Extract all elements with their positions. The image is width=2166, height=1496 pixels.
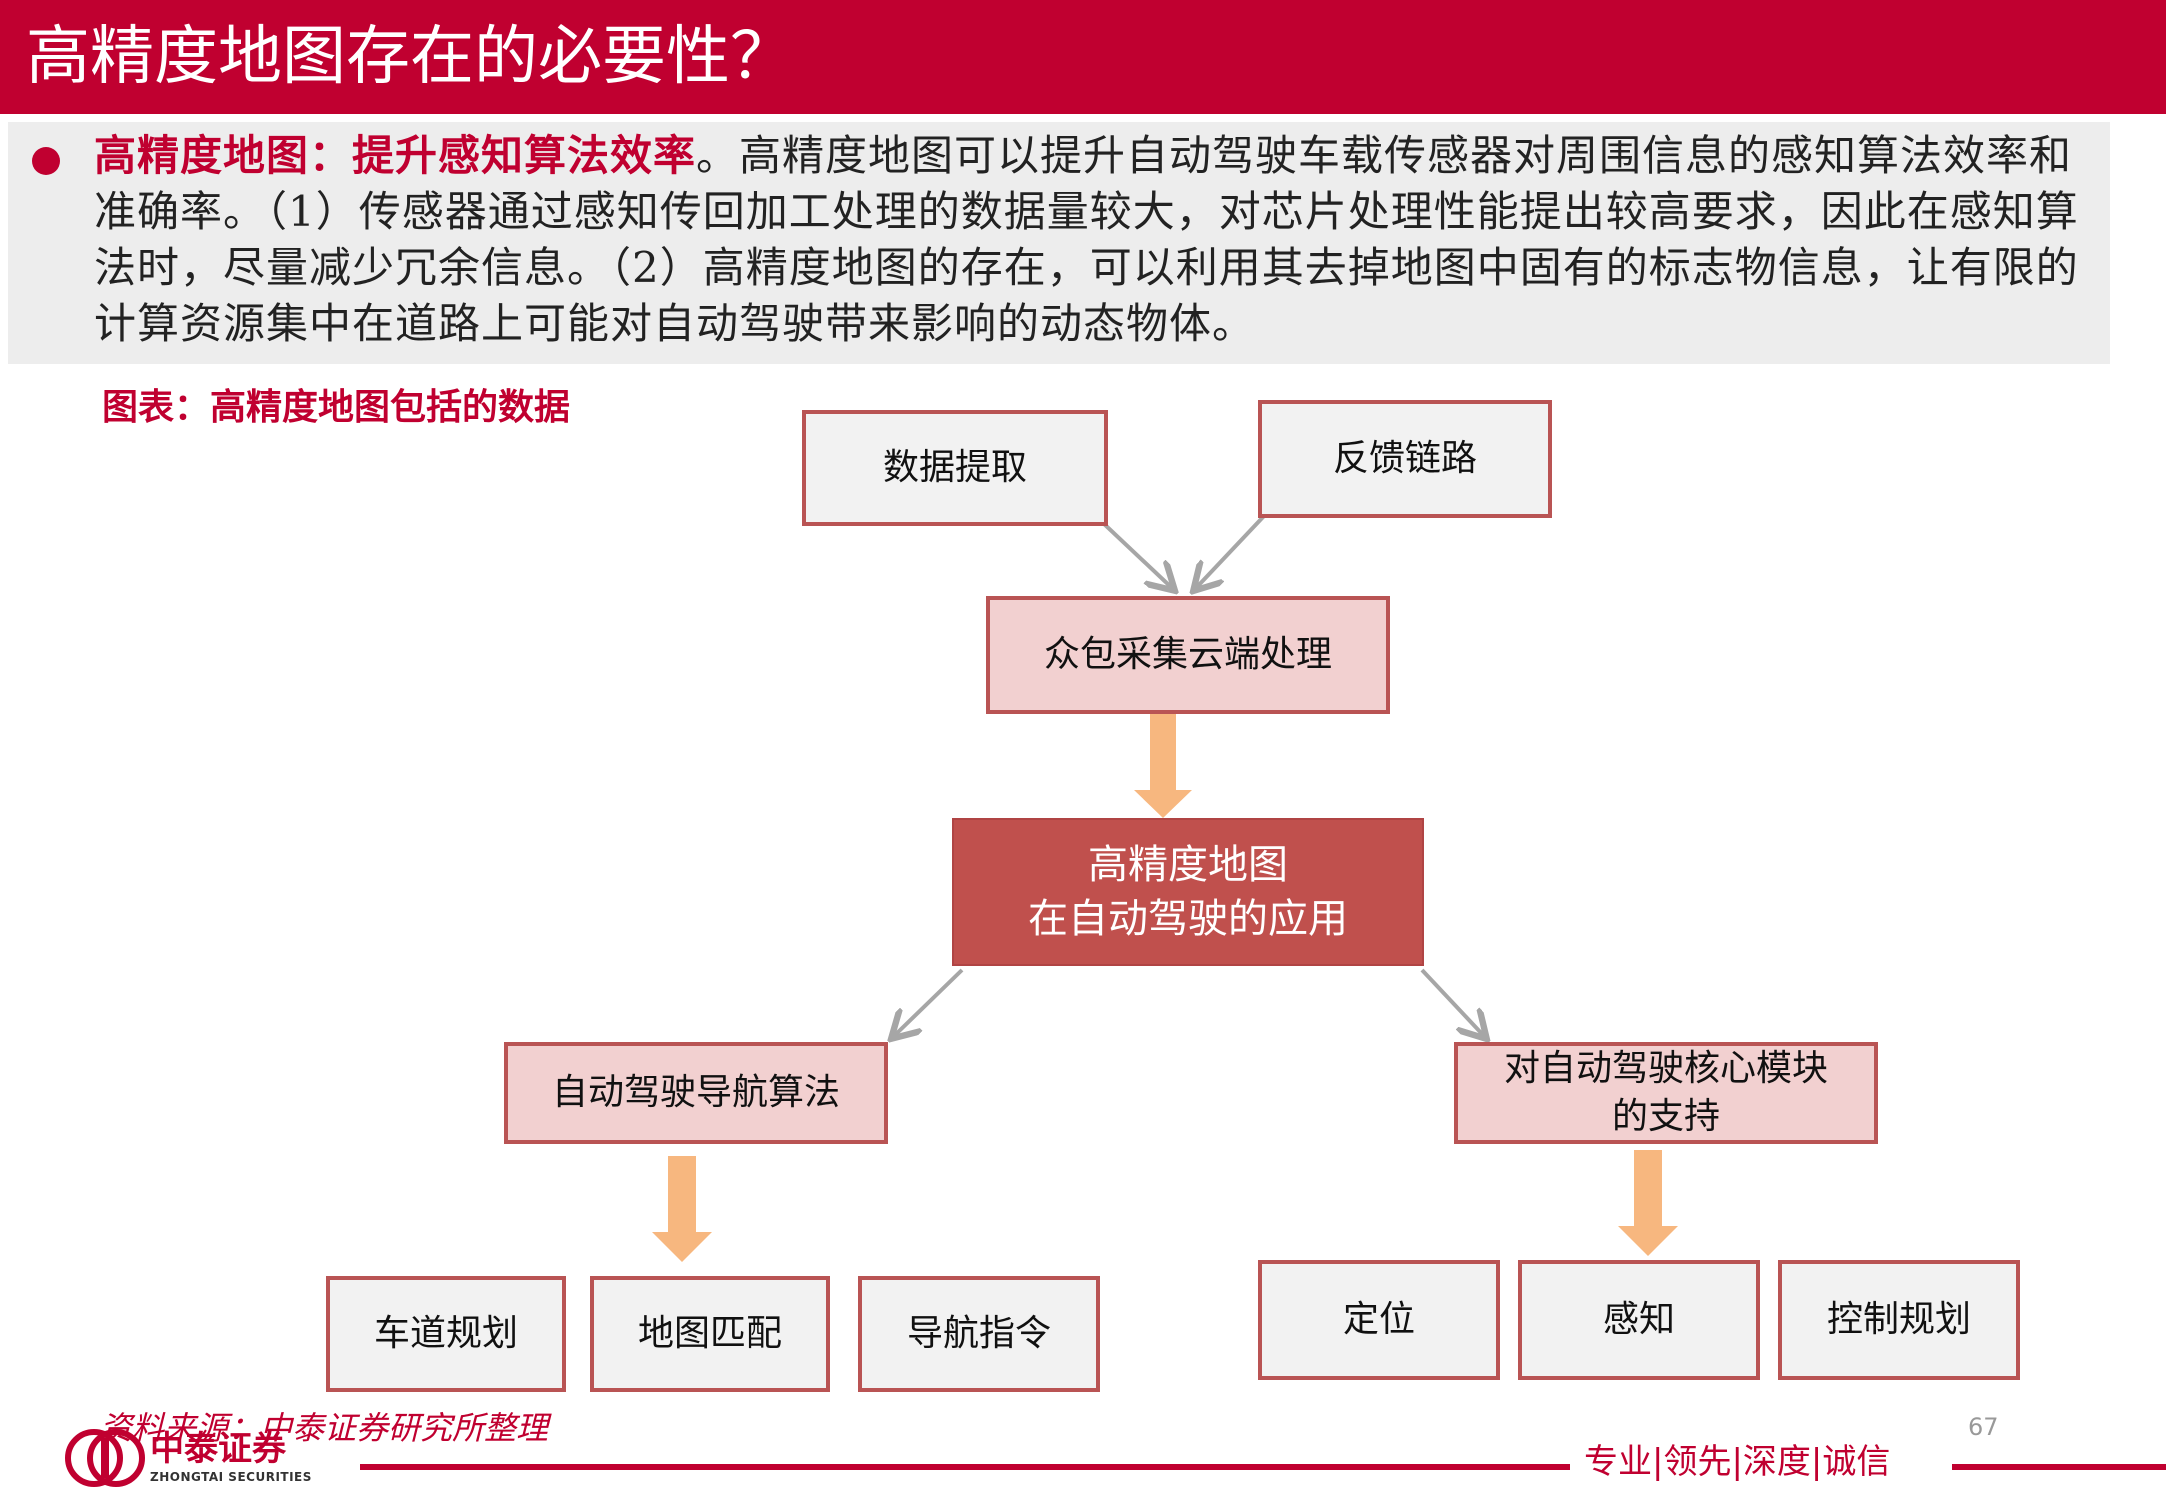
node-nav-instructions-label: 导航指令 (906, 1313, 1051, 1354)
node-nav-algorithm-label: 自动驾驶导航算法 (551, 1072, 840, 1113)
arrow-data-extract-to-crowdsource (1100, 520, 1172, 588)
intro-lead: 高精度地图：提升感知算法效率 (94, 131, 697, 180)
node-feedback-link: 反馈链路 (1258, 400, 1552, 518)
page-title: 高精度地图存在的必要性？ (26, 20, 794, 94)
node-positioning-label: 定位 (1342, 1299, 1415, 1340)
logo-english-name: ZHONGTAI SECURITIES (150, 1470, 312, 1484)
node-crowdsource-cloud-label: 众包采集云端处理 (1043, 634, 1332, 675)
arrow-feedback-to-crowdsource (1196, 514, 1266, 588)
node-map-matching-label: 地图匹配 (637, 1313, 782, 1354)
node-nav-instructions: 导航指令 (858, 1276, 1100, 1392)
source-note: 资料来源：中泰证券研究所整理 (100, 1409, 549, 1447)
node-control-planning-label: 控制规划 (1826, 1299, 1971, 1340)
arrow-center-to-nav-algo (894, 968, 964, 1036)
arrow-center-to-core-support (1420, 968, 1484, 1036)
arrow-nav-algo-to-leaves (652, 1156, 712, 1262)
node-control-planning: 控制规划 (1778, 1260, 2020, 1380)
node-data-extract-label: 数据提取 (882, 447, 1027, 488)
intro-body: 。高精度地图可以提升自动驾驶车载传感器对周围信息的感知算法效率和准确率。（1）传… (94, 131, 2079, 348)
intro-paragraph: 高精度地图：提升感知算法效率。高精度地图可以提升自动驾驶车载传感器对周围信息的感… (94, 128, 2094, 352)
logo-name: 中泰证券 (150, 1429, 286, 1469)
node-hd-map-line2: 在自动驾驶的应用 (1028, 896, 1348, 942)
node-map-matching: 地图匹配 (590, 1276, 830, 1392)
node-lane-planning-label: 车道规划 (373, 1313, 518, 1354)
intro-panel (8, 122, 2110, 364)
figure-label: 图表：高精度地图包括的数据 (102, 386, 571, 428)
zhongtai-logo-icon (65, 1429, 145, 1487)
bullet-icon (32, 147, 60, 175)
slogan: 专业|领先|深度|诚信 (1584, 1442, 1891, 1482)
node-positioning: 定位 (1258, 1260, 1500, 1380)
node-data-extract: 数据提取 (802, 410, 1108, 526)
node-crowdsource-cloud: 众包采集云端处理 (986, 596, 1390, 714)
node-perception-label: 感知 (1602, 1299, 1675, 1340)
node-nav-algorithm: 自动驾驶导航算法 (504, 1042, 888, 1144)
footer-divider-right (1952, 1464, 2166, 1470)
node-lane-planning: 车道规划 (326, 1276, 566, 1392)
arrow-crowdsource-to-center (1134, 714, 1192, 818)
node-core-support-line2: 的支持 (1611, 1096, 1720, 1137)
node-perception: 感知 (1518, 1260, 1760, 1380)
node-feedback-link-label: 反馈链路 (1332, 438, 1477, 479)
arrow-core-support-to-leaves (1618, 1150, 1678, 1256)
node-core-module-support: 对自动驾驶核心模块 的支持 (1454, 1042, 1878, 1144)
node-core-support-line1: 对自动驾驶核心模块 (1503, 1048, 1828, 1089)
footer-divider-left (360, 1464, 1570, 1470)
title-bar: 高精度地图存在的必要性？ (0, 0, 2166, 114)
node-hd-map-application: 高精度地图 在自动驾驶的应用 (952, 818, 1424, 966)
node-hd-map-line1: 高精度地图 (1088, 842, 1288, 888)
page-number: 67 (1968, 1413, 1999, 1441)
